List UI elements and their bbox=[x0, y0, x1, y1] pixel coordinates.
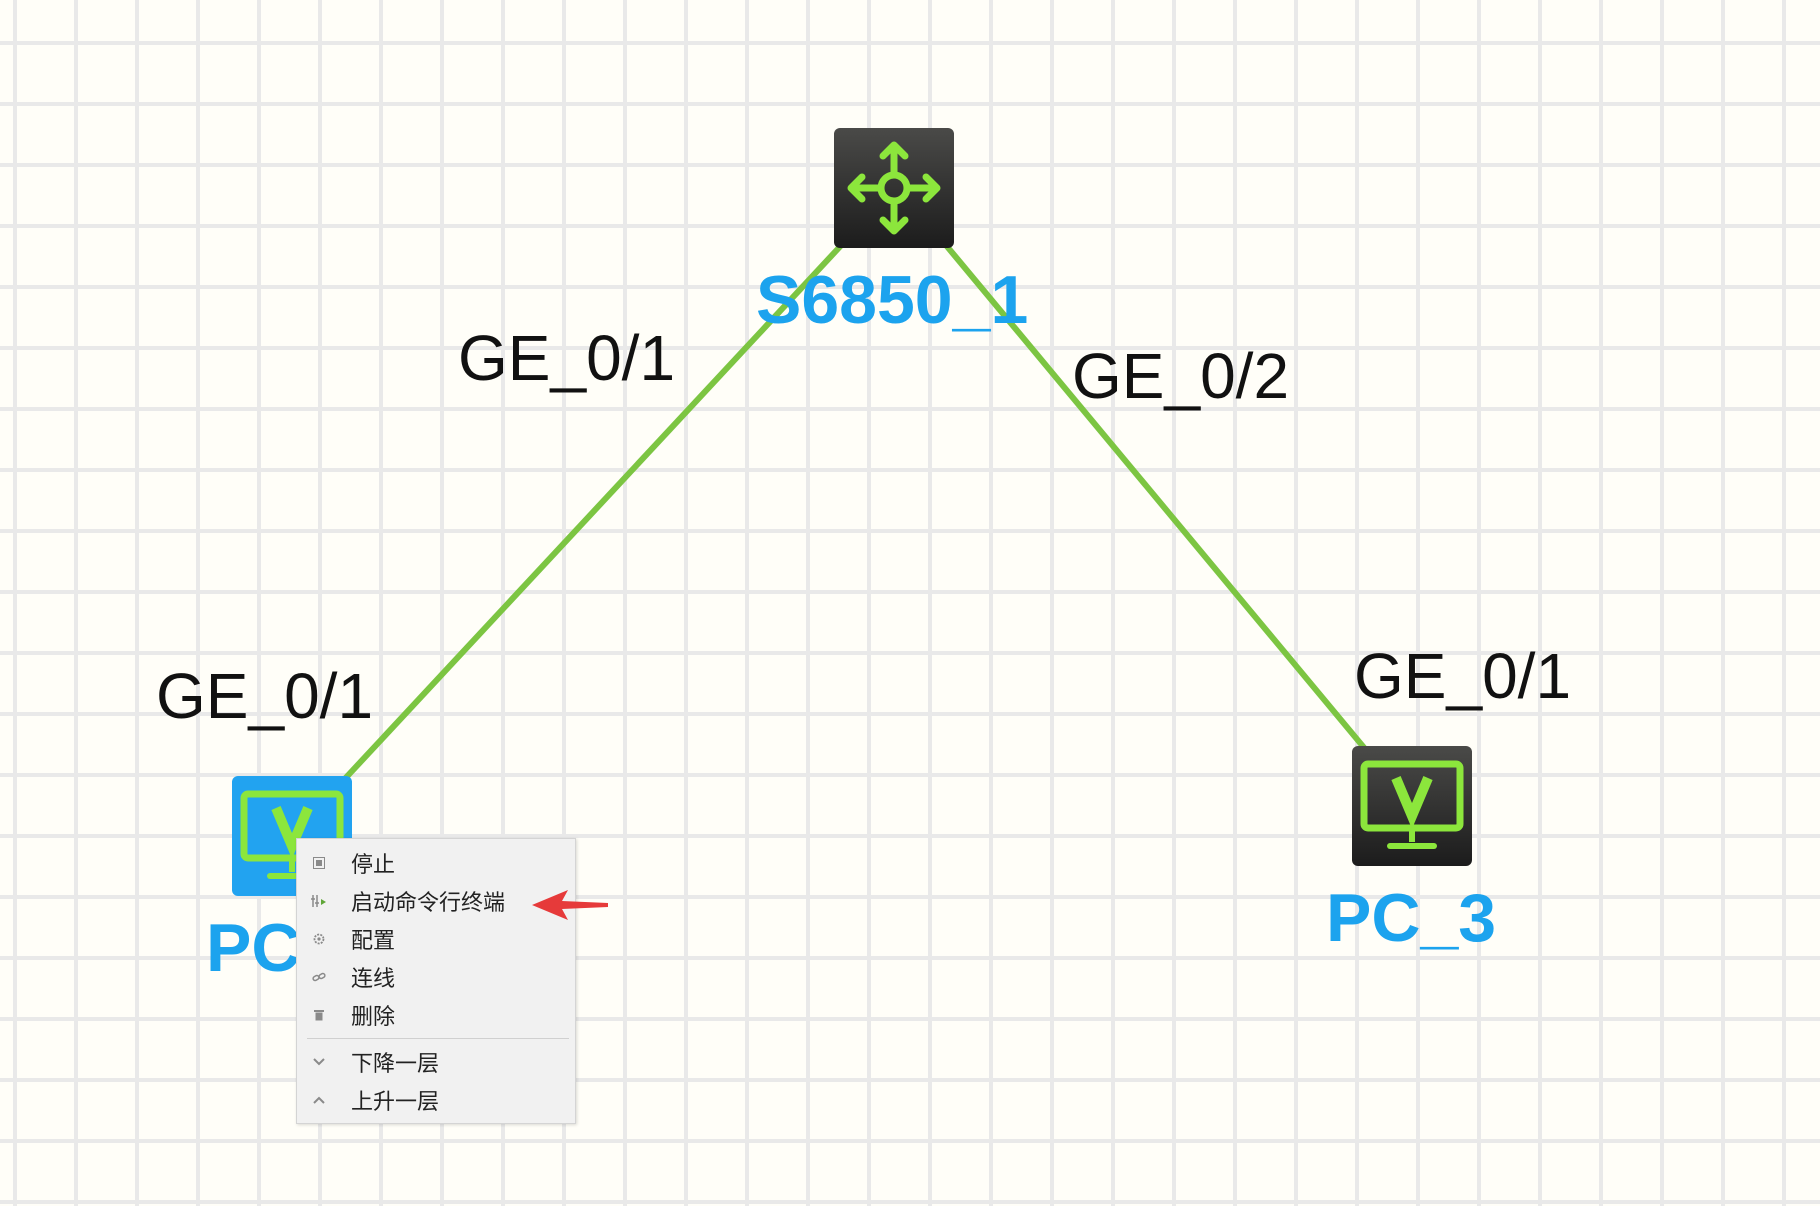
terminal-icon bbox=[311, 893, 327, 909]
menu-item-label: 删除 bbox=[351, 1005, 396, 1030]
link-switch-pc3[interactable] bbox=[937, 236, 1369, 752]
menu-item-configure[interactable]: 配置 bbox=[297, 921, 575, 957]
menu-item-start-terminal[interactable]: 启动命令行终端 bbox=[297, 883, 575, 919]
menu-item-label: 下降一层 bbox=[351, 1052, 440, 1077]
menu-item-move-down[interactable]: 下降一层 bbox=[297, 1044, 575, 1080]
menu-item-label: 配置 bbox=[351, 929, 396, 954]
gear-icon bbox=[311, 931, 327, 947]
menu-item-connect[interactable]: 连线 bbox=[297, 959, 575, 995]
stop-icon bbox=[311, 855, 327, 871]
switch-name-label: S6850_1 bbox=[756, 262, 1029, 338]
menu-item-label: 停止 bbox=[351, 853, 396, 878]
chevron-down-icon bbox=[311, 1054, 327, 1070]
menu-item-delete[interactable]: 删除 bbox=[297, 997, 575, 1033]
pc1-name-label: PC bbox=[206, 910, 301, 986]
menu-item-stop[interactable]: 停止 bbox=[297, 845, 575, 881]
link-icon bbox=[311, 969, 327, 985]
port-label-switch-ge0-1: GE_0/1 bbox=[458, 322, 676, 394]
port-label-pc1-ge0-1: GE_0/1 bbox=[156, 660, 374, 732]
menu-separator bbox=[307, 1038, 569, 1039]
trash-icon bbox=[311, 1007, 327, 1023]
link-switch-pc1[interactable] bbox=[337, 235, 851, 787]
menu-item-label: 上升一层 bbox=[351, 1090, 440, 1115]
menu-item-label: 连线 bbox=[351, 967, 396, 992]
monitor-v-icon bbox=[1360, 760, 1464, 849]
context-menu: 停止 启动命令行终端 配置 连线 删除 bbox=[296, 838, 576, 1124]
switch-arrows-icon bbox=[847, 141, 941, 235]
switch-device[interactable] bbox=[834, 128, 954, 248]
menu-item-move-up[interactable]: 上升一层 bbox=[297, 1082, 575, 1118]
pc3-device[interactable] bbox=[1352, 746, 1472, 866]
chevron-up-icon bbox=[311, 1092, 327, 1108]
red-arrow-icon bbox=[532, 890, 608, 920]
pc3-name-label: PC_3 bbox=[1326, 880, 1497, 956]
menu-item-label: 启动命令行终端 bbox=[351, 891, 506, 916]
port-label-pc3-ge0-1: GE_0/1 bbox=[1354, 640, 1572, 712]
port-label-switch-ge0-2: GE_0/2 bbox=[1072, 340, 1290, 412]
